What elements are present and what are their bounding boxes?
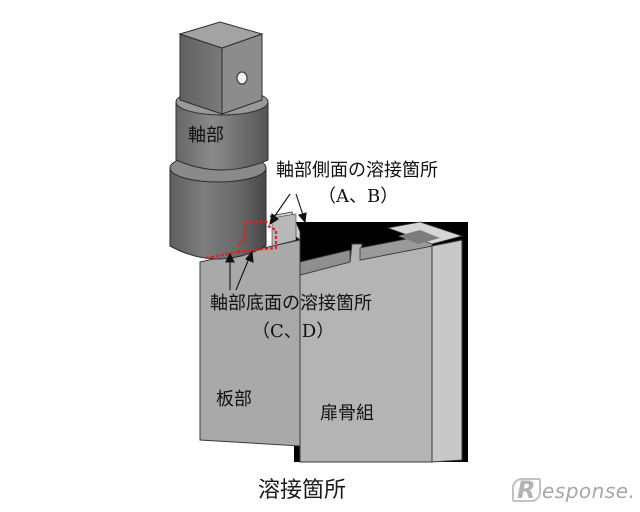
shaft-middle-cylinder: [175, 101, 269, 171]
door-frame-channel: [431, 239, 463, 463]
shaft-lower-cylinder: [169, 167, 267, 260]
arrow-icon: [271, 193, 291, 221]
response-logo-r-glyph: R: [512, 478, 541, 502]
plate: [199, 211, 301, 447]
weld-marker-bottom-c: [205, 250, 239, 260]
shaft: [169, 21, 269, 260]
weld-markers: [205, 220, 278, 260]
label-shaft: 軸部: [188, 125, 224, 146]
label-door-frame: 扉骨組: [320, 403, 374, 424]
response-logo-text: esponse.: [541, 479, 636, 503]
square-head-top: [178, 21, 264, 49]
label-side-weld-line2: （A、B）: [318, 186, 399, 207]
weld-marker-side-b: [251, 225, 278, 252]
door-frame-channel-inner: [398, 230, 440, 244]
weld-marker-side-a: [237, 220, 268, 247]
annotation-arrows: [225, 193, 307, 291]
label-side-weld-line1: 軸部側面の溶接箇所: [276, 160, 438, 181]
door-frame: [299, 221, 464, 463]
caption-weld-locations: 溶接箇所: [258, 478, 347, 503]
label-plate: 板部: [216, 389, 252, 410]
square-head-hole: [236, 71, 248, 85]
label-bottom-weld-line2: （C、D）: [252, 321, 335, 342]
weld-marker-bottom-d: [237, 248, 253, 254]
plate-upper-face: [271, 213, 297, 247]
arrow-icon: [235, 255, 251, 291]
plate-front-face: [199, 239, 301, 447]
label-bottom-weld-line1: 軸部底面の溶接箇所: [210, 293, 372, 314]
door-frame-front-face: [299, 243, 433, 463]
